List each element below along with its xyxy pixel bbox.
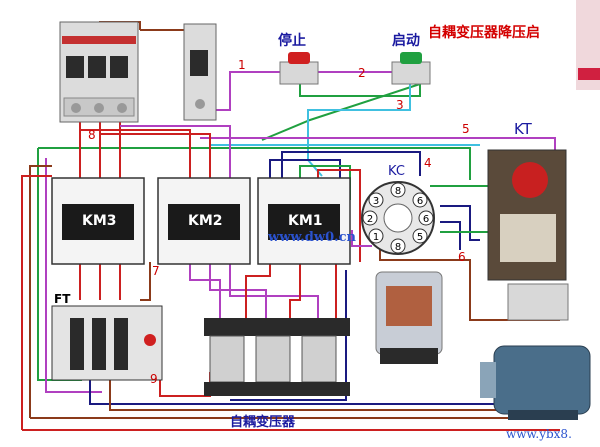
contactor-km3 (51, 177, 145, 265)
wire-number-6: 6 (458, 250, 466, 264)
watermark-center: www.dw0.cn (268, 230, 357, 245)
wire-number-9: 9 (150, 372, 158, 386)
contactor-km1 (257, 177, 351, 265)
pin-label: 1 (373, 232, 379, 243)
pin-label: 8 (395, 242, 401, 253)
motor-image (480, 345, 591, 420)
relay-label-kc: KC (388, 164, 405, 179)
stop-button-label: 停止 (278, 33, 306, 49)
wire-number-5: 5 (462, 122, 470, 136)
corner-thumbnail (576, 0, 600, 90)
contactor-label-km2: KM2 (188, 213, 223, 229)
wire-number-2: 2 (358, 66, 366, 80)
single-pole-breaker (183, 23, 217, 121)
stop-button-device (279, 52, 319, 85)
thermal-relay-ft (51, 305, 163, 381)
pin-label: 8 (395, 186, 401, 197)
start-button-device (391, 52, 431, 85)
relay-image (375, 271, 443, 364)
wire-number-1: 1 (238, 58, 246, 72)
wire-number-4: 4 (424, 156, 432, 170)
socket-pins: 8 6 6 5 8 1 2 3 (362, 182, 434, 254)
wire-number-8: 8 (88, 128, 96, 142)
start-button-label: 启动 (392, 33, 420, 49)
wire-number-7: 7 (152, 264, 160, 278)
pin-label: 2 (367, 214, 373, 225)
pin-label: 3 (373, 196, 379, 207)
pin-label: 6 (423, 214, 429, 225)
thermal-relay-label-ft: FT (54, 292, 71, 306)
timer-label-kt: KT (514, 120, 532, 138)
transformer-label: 自耦变压器 (230, 415, 296, 430)
three-pole-breaker (59, 21, 139, 123)
contactor-km2 (157, 177, 251, 265)
watermark-corner: www.ybx8. (506, 427, 572, 441)
wire-number-3: 3 (396, 98, 404, 112)
pin-label: 6 (417, 196, 423, 207)
autotransformer (204, 318, 350, 396)
diagram-title: 自耦变压器降压启 (428, 25, 540, 41)
pin-label: 5 (417, 232, 423, 243)
timer-relay-kt (487, 149, 569, 321)
contactor-label-km3: KM3 (82, 213, 117, 229)
contactor-label-km1: KM1 (288, 213, 323, 229)
